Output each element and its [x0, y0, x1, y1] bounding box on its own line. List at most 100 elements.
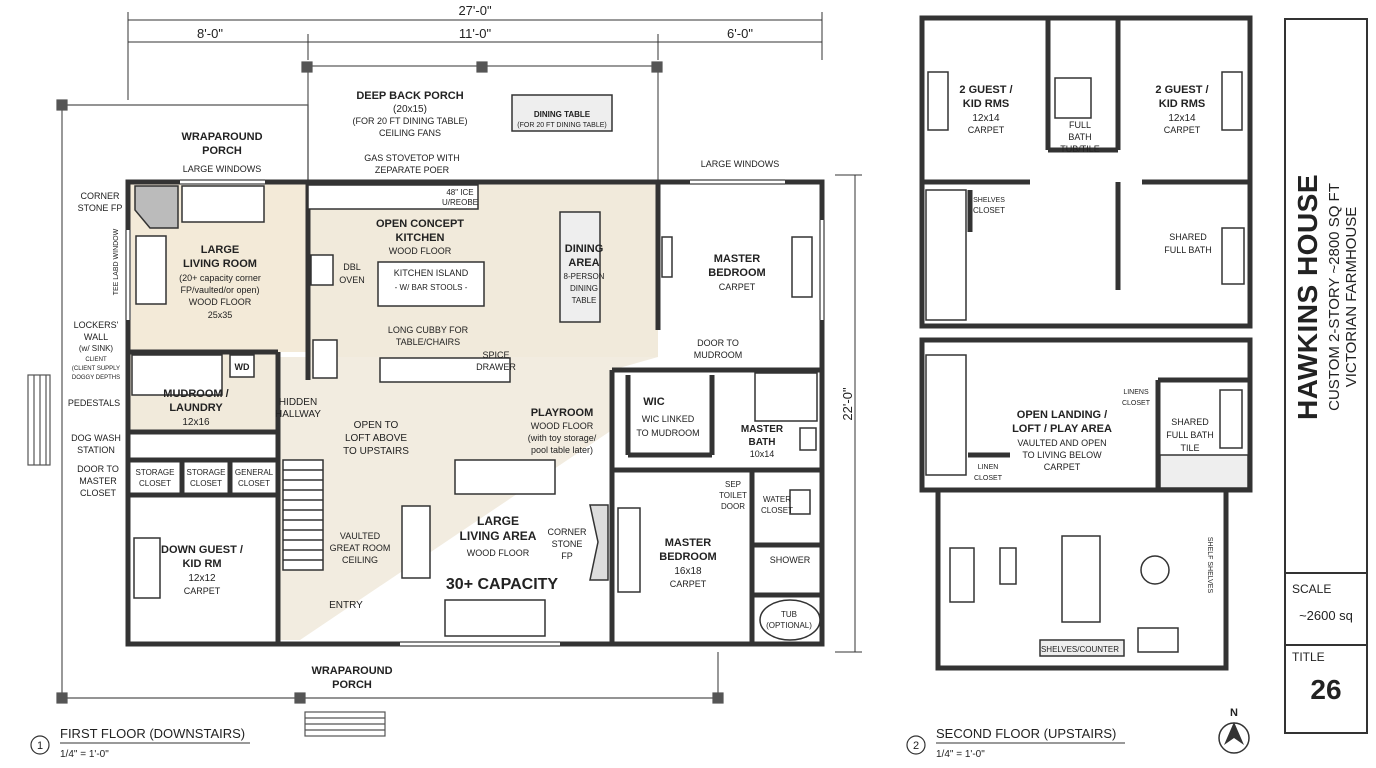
shared-bath-bottom-3: TILE [1180, 443, 1199, 453]
sep-toilet-3: DOOR [721, 502, 745, 511]
living-3: (20+ capacity corner [179, 273, 261, 283]
dim-seg-mid: 11'-0" [459, 26, 492, 41]
playroom-1: PLAYROOM [531, 407, 594, 419]
project-title: HAWKINS HOUSE [1292, 173, 1323, 421]
shared-bath-bottom-1: SHARED [1171, 417, 1209, 427]
dining-area-1: DINING [565, 243, 604, 255]
guest-left-1: 2 GUEST / [959, 84, 1012, 96]
caption-second-floor-scale: 1/4" = 1'-0" [936, 749, 985, 760]
landing-3: VAULTED AND OPEN [1017, 438, 1106, 448]
storage2-2: CLOSET [190, 479, 222, 488]
corner-fp-2: STONE FP [78, 203, 123, 213]
playroom-4: pool table later) [531, 445, 593, 455]
dim-seg-right: 6'-0" [727, 26, 753, 41]
master-bath-2: BATH [748, 437, 775, 448]
general-2: CLOSET [238, 479, 270, 488]
master-bed-top-3: CARPET [719, 282, 756, 292]
corner-fp2-2: STONE [552, 539, 583, 549]
down-guest-4: CARPET [184, 586, 221, 596]
caption-first-floor-scale: 1/4" = 1'-0" [60, 749, 109, 760]
dining-area-3: 8-PERSON [564, 272, 605, 281]
ice-1: 48" ICE [446, 188, 473, 197]
scale-value: ~2600 sq [1299, 608, 1353, 623]
door-mudroom-2: MUDROOM [694, 350, 743, 360]
stovetop-1: GAS STOVETOP WITH [364, 153, 460, 163]
title-block-main: HAWKINS HOUSE CUSTOM 2-STORY ~2800 SQ FT… [1286, 20, 1366, 574]
master-bed2-2: BEDROOM [659, 551, 716, 563]
cubby-1: LONG CUBBY FOR [388, 325, 469, 335]
guest-left-3: 12x14 [972, 113, 1000, 124]
porch-back-1: DEEP BACK PORCH [356, 90, 463, 102]
guest-right-4: CARPET [1164, 125, 1201, 135]
corner-fp2-3: FP [561, 551, 573, 561]
large-living-1: LARGE [477, 514, 519, 528]
door-master-closet-2: MASTER [79, 476, 117, 486]
pedestals: PEDESTALS [68, 398, 120, 408]
north-label: N [1230, 707, 1238, 719]
dog-wash-2: STATION [77, 445, 115, 455]
door-master-closet-3: CLOSET [80, 488, 117, 498]
dining-table-1: DINING TABLE [534, 110, 591, 119]
hidden-2: HALLWAY [275, 409, 321, 420]
large-windows-left: LARGE WINDOWS [183, 164, 262, 174]
wraparound-top-2: PORCH [202, 145, 242, 157]
caption-second-floor: SECOND FLOOR (UPSTAIRS) [936, 726, 1116, 741]
project-style: VICTORIAN FARMHOUSE [1343, 206, 1360, 388]
scale-caption: SCALE [1292, 582, 1332, 596]
mudroom-3: 12x16 [182, 417, 210, 428]
corner-fp2-1: CORNER [547, 527, 587, 537]
shelves-closet-1: SHELVES [973, 197, 1005, 204]
master-bed2-3: 16x18 [674, 566, 702, 577]
sep-toilet-2: TOILET [719, 491, 747, 500]
living-2: LIVING ROOM [183, 258, 257, 270]
playroom-3: (with toy storage/ [528, 433, 597, 443]
side-window: TEE LABD WINDOW [113, 228, 120, 295]
north-arrow-icon: N [1218, 707, 1250, 754]
down-guest-3: 12x12 [188, 573, 216, 584]
vaulted-3: CEILING [342, 555, 378, 565]
kitchen-3: WOOD FLOOR [389, 246, 452, 256]
linen-closet-2: CLOSET [974, 475, 1003, 482]
full-bath-1: FULL [1069, 120, 1091, 130]
tub-2: (OPTIONAL) [766, 621, 812, 630]
dim-overall: 27'-0" [458, 3, 492, 18]
caption-num-2: 2 [913, 740, 919, 752]
entry-label: ENTRY [329, 600, 363, 611]
dim-seg-left: 8'-0" [197, 26, 223, 41]
guest-right-1: 2 GUEST / [1155, 84, 1208, 96]
kitchen-1: OPEN CONCEPT [376, 218, 464, 230]
shared-bath-top-1: SHARED [1169, 232, 1207, 242]
living-4: FP/vaulted/or open) [180, 285, 259, 295]
dim-side: 22'-0" [840, 387, 855, 421]
wraparound-bottom-1: WRAPAROUND [311, 665, 392, 677]
corner-fp-1: CORNER [80, 191, 120, 201]
second-floor-labels: 2 GUEST / KID RMS 12x14 CARPET 2 GUEST /… [959, 84, 1213, 654]
captions: 1 FIRST FLOOR (DOWNSTAIRS) 1/4" = 1'-0" … [30, 726, 1125, 760]
large-windows-right: LARGE WINDOWS [701, 159, 780, 169]
porch-back-3: (FOR 20 FT DINING TABLE) [352, 116, 467, 126]
second-floor-walls [919, 15, 1253, 671]
lockers-2: WALL [84, 332, 108, 342]
tub-1: TUB [781, 610, 797, 619]
island-1: KITCHEN ISLAND [394, 268, 469, 278]
open-loft-1: OPEN TO [354, 420, 399, 431]
living-6: 25x35 [208, 310, 233, 320]
project-subtitle: CUSTOM 2-STORY ~2800 SQ FT [1326, 183, 1343, 411]
shared-bath-top-2: FULL BATH [1164, 245, 1212, 255]
lockers-4: CLIENT [85, 357, 107, 363]
cubby-2: TABLE/CHAIRS [396, 337, 460, 347]
master-bed-top-1: MASTER [714, 253, 761, 265]
shared-bath-bottom-2: FULL BATH [1166, 430, 1214, 440]
landing-5: CARPET [1044, 462, 1081, 472]
linen-closet-1: LINEN [978, 464, 999, 471]
wic-linked-2: TO MUDROOM [636, 428, 699, 438]
mudroom-2: LAUNDRY [169, 402, 223, 414]
shelf-side: SHELF SHELVES [1206, 537, 1213, 594]
open-loft-3: TO UPSTAIRS [343, 446, 409, 457]
large-living-2: LIVING AREA [460, 529, 537, 543]
open-loft-2: LOFT ABOVE [345, 433, 407, 444]
full-bath-3: TUB/TILE [1060, 144, 1100, 154]
living-5: WOOD FLOOR [189, 297, 252, 307]
hidden-1: HIDDEN [279, 397, 317, 408]
caption-num-1: 1 [37, 740, 43, 752]
